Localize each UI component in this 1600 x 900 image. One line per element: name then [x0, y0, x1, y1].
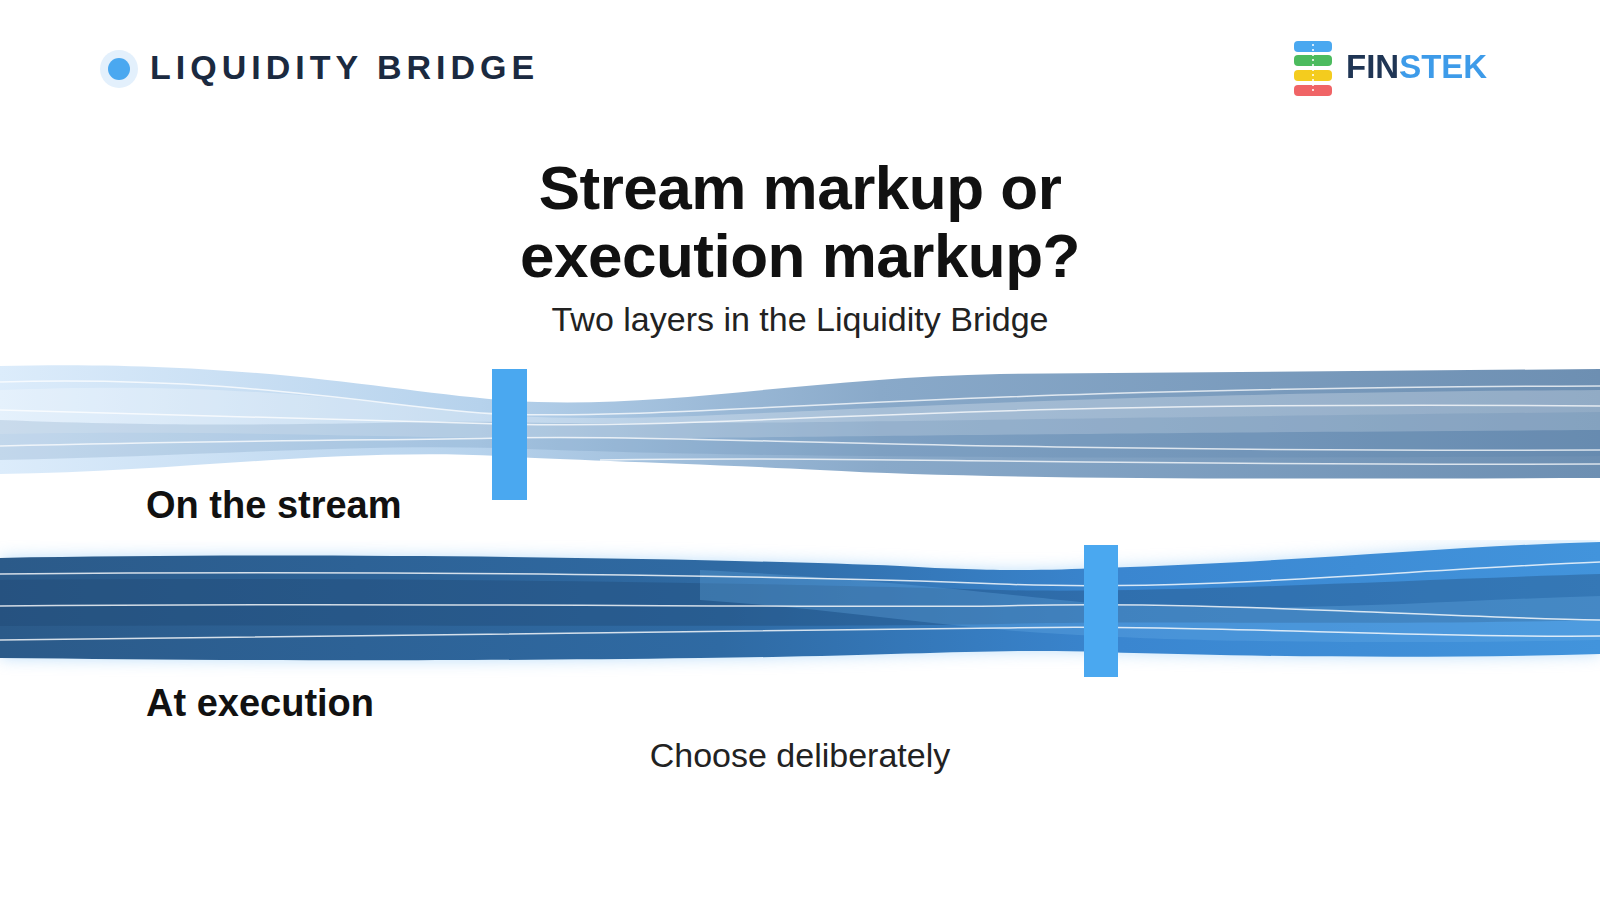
subtitle-text: Two layers in the Liquidity Bridge [300, 300, 1300, 339]
band-node: On the stream [0, 360, 1600, 540]
band-line [0, 627, 1600, 640]
logo-dot [108, 58, 130, 80]
band-line [600, 459, 1600, 464]
diagram-title: Stream markup or execution markup? [420, 154, 1180, 290]
band-line [0, 381, 1600, 415]
band-body [0, 542, 1600, 660]
band-line [0, 562, 1600, 586]
band-node: At execution [0, 540, 1600, 740]
caption-text: Choose deliberately [300, 736, 1300, 775]
band-heading: On the stream [146, 484, 402, 527]
markup-marker [1084, 545, 1118, 677]
band-line [0, 405, 1600, 425]
brand-name: LIQUIDITY BRIDGE [150, 48, 539, 87]
band-shape [0, 360, 1600, 505]
logo-halo [100, 50, 138, 88]
band-body [0, 365, 1600, 478]
band-heading: At execution [146, 682, 374, 725]
finstek-icon [1294, 41, 1332, 96]
band-glow [0, 542, 1600, 660]
band-shape [0, 540, 1600, 685]
markup-marker [492, 369, 527, 500]
partner-logo-text: FINSTEK [1346, 48, 1487, 86]
band-line [0, 605, 1600, 620]
band-strand [0, 412, 1600, 460]
band-line [0, 437, 1600, 450]
